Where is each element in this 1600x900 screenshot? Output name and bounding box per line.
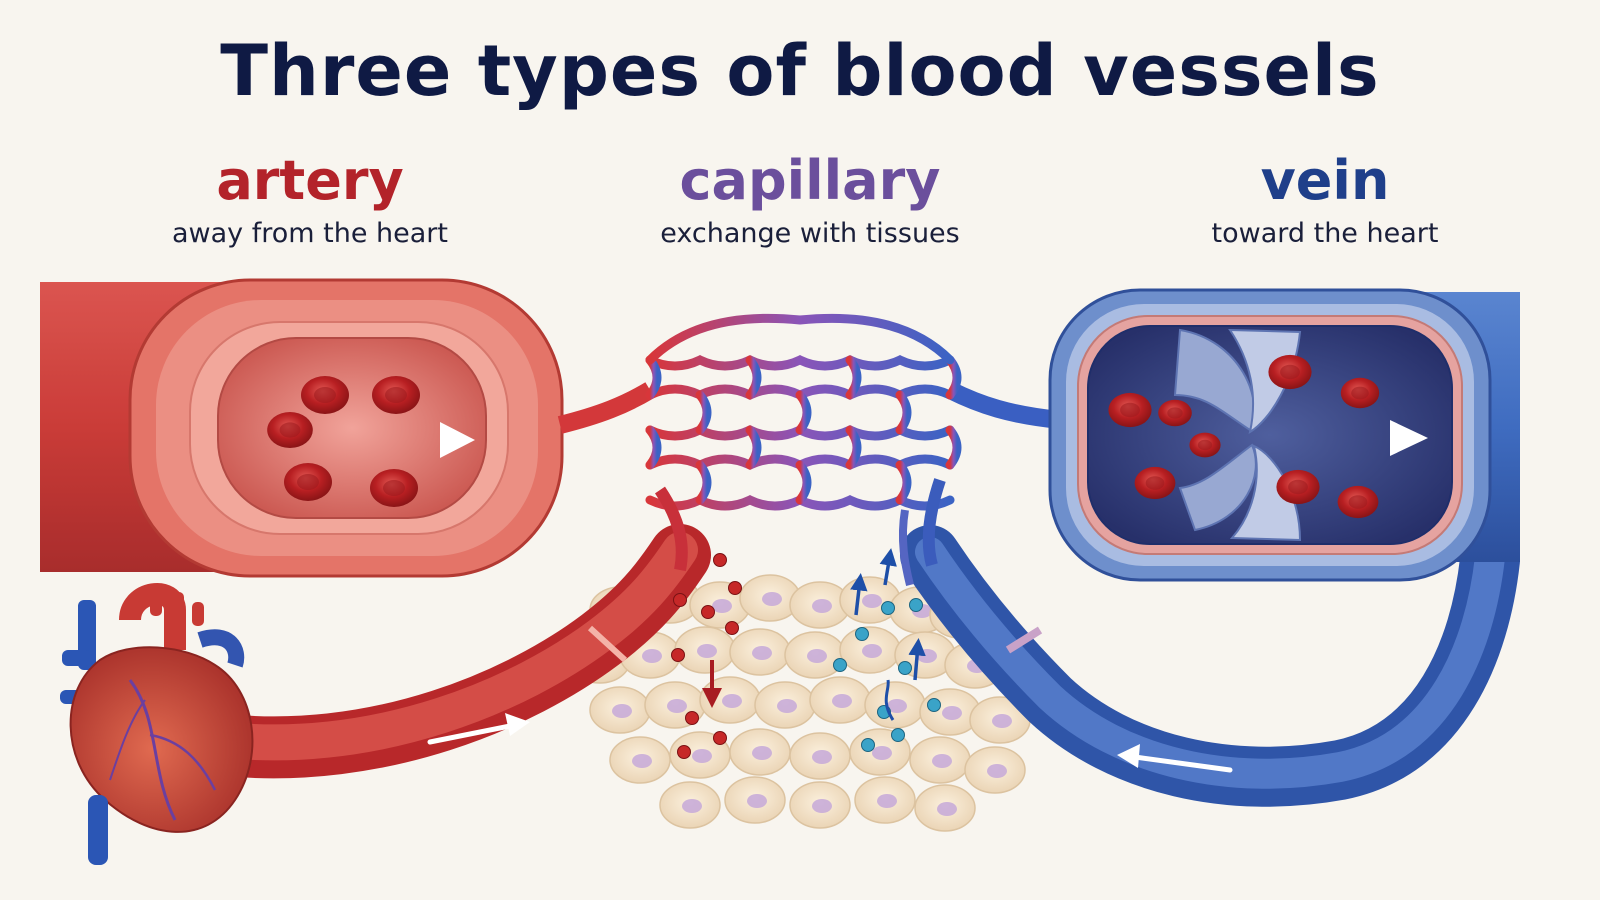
oxygen-particle xyxy=(671,648,685,662)
capillary-name: capillary xyxy=(679,149,941,212)
artery-cross-section xyxy=(40,278,564,578)
oxygen-particle xyxy=(701,605,715,619)
oxygen-particle xyxy=(673,593,687,607)
artery-label: artery away from the heart xyxy=(100,149,520,250)
co2-particle xyxy=(833,658,847,672)
red-blood-cell xyxy=(1134,466,1176,500)
diagram-title: Three types of blood vessels xyxy=(220,30,1380,112)
oxygen-particles xyxy=(671,553,742,759)
co2-particle xyxy=(861,738,875,752)
vein-description: toward the heart xyxy=(1211,218,1439,249)
capillary-network xyxy=(557,313,1061,586)
vein-flow-arrow xyxy=(1117,744,1233,773)
exchange-arrows xyxy=(702,548,926,721)
oxygen-particle xyxy=(713,553,727,567)
artery-feed-tube xyxy=(194,524,711,779)
artery-description: away from the heart xyxy=(172,218,448,249)
red-blood-cell xyxy=(1158,399,1192,427)
oxygen-particle xyxy=(685,711,699,725)
co2-particle xyxy=(909,598,923,612)
co2-particle xyxy=(881,601,895,615)
red-blood-cell xyxy=(372,376,420,414)
vein-label: vein toward the heart xyxy=(1115,149,1535,250)
red-blood-cell xyxy=(1340,377,1380,409)
red-blood-cell xyxy=(370,469,418,507)
vein-return-tube xyxy=(900,525,1520,807)
capillary-label: capillary exchange with tissues xyxy=(600,149,1020,250)
vein-name: vein xyxy=(1260,149,1390,212)
red-blood-cell xyxy=(1337,485,1379,519)
co2-particle xyxy=(855,627,869,641)
red-blood-cell xyxy=(1276,469,1320,505)
artery-flow-arrow xyxy=(427,713,530,745)
red-blood-cell xyxy=(301,376,349,414)
red-blood-cell xyxy=(284,463,332,501)
co2-particle xyxy=(891,728,905,742)
oxygen-particle xyxy=(713,731,727,745)
red-blood-cell xyxy=(267,411,313,449)
oxygen-particle xyxy=(728,581,742,595)
oxygen-particle xyxy=(677,745,691,759)
oxygen-particle xyxy=(725,621,739,635)
co2-particle xyxy=(927,698,941,712)
co2-particle xyxy=(898,661,912,675)
red-blood-cell xyxy=(1189,432,1221,458)
red-blood-cell xyxy=(1268,354,1312,390)
capillary-description: exchange with tissues xyxy=(660,218,960,249)
artery-name: artery xyxy=(216,149,404,212)
red-blood-cell xyxy=(1108,392,1152,428)
heart-illustration xyxy=(60,583,254,865)
vein-cross-section xyxy=(1048,288,1520,582)
